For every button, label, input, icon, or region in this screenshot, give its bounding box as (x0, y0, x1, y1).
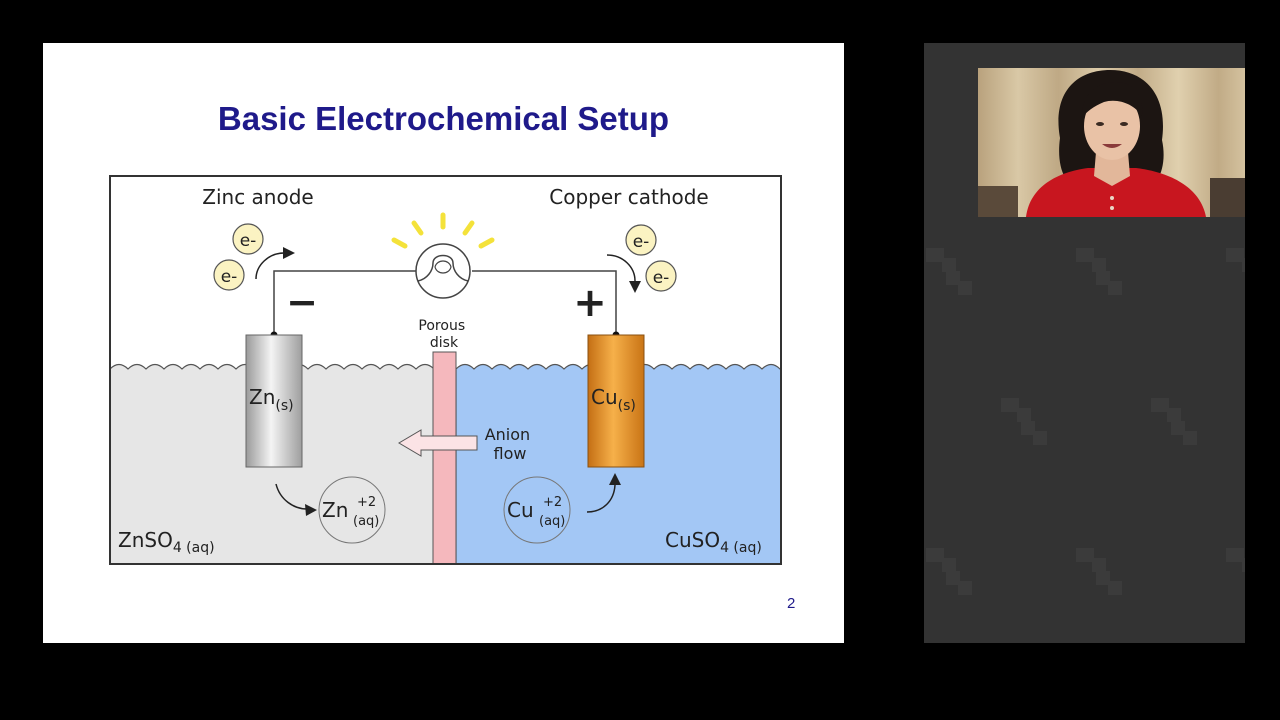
copper-electrode-state: (s) (618, 398, 636, 414)
slide-page-number: 2 (787, 595, 796, 612)
porous-disk-label: Porous disk (418, 318, 469, 351)
svg-text:e-: e- (240, 231, 257, 251)
zinc-electrode (245, 334, 303, 468)
copper-ion-arrow (586, 484, 616, 513)
panel-background-pattern (926, 248, 1245, 595)
presenter-video-tile[interactable] (978, 68, 1245, 217)
electron-flow-arrow-left (255, 252, 285, 280)
participants-panel (924, 43, 1245, 643)
copper-electrode (587, 334, 645, 468)
electron-flow-arrow-right (606, 254, 636, 282)
circuit-wire (273, 270, 617, 335)
electron-icon: e- (213, 259, 245, 291)
zinc-sulfate-label: ZnSO4 (aq) (118, 528, 215, 556)
light-bulb-icon (391, 212, 495, 299)
electrochemical-cell-diagram: Zinc anode Copper cathode e- e- e- e- − … (109, 175, 782, 565)
zinc-electrode-symbol: Zn (249, 385, 275, 409)
svg-text:e-: e- (653, 268, 670, 288)
zinc-ion-arrow (275, 483, 308, 510)
svg-text:e-: e- (633, 232, 650, 252)
minus-terminal: − (286, 280, 318, 324)
svg-text:Zn(s): Zn(s) (249, 385, 294, 414)
svg-text:Cu(s): Cu(s) (591, 385, 636, 414)
electron-icon: e- (645, 260, 677, 292)
electron-icon: e- (232, 223, 264, 255)
svg-text:+2: +2 (543, 495, 562, 510)
slide-title: Basic Electrochemical Setup (217, 100, 670, 137)
copper-cathode-label: Copper cathode (549, 185, 708, 209)
zinc-anode-label: Zinc anode (202, 185, 313, 209)
zinc-electrode-state: (s) (275, 398, 293, 414)
svg-text:+2: +2 (357, 495, 376, 510)
anion-flow-label: Anion flow (485, 425, 536, 463)
svg-text:(aq): (aq) (539, 514, 565, 529)
copper-ion: Cu +2 (aq) (503, 476, 571, 544)
plus-terminal: + (573, 280, 607, 326)
svg-text:Zn: Zn (322, 498, 348, 522)
porous-disk (432, 351, 457, 565)
copper-sulfate-label: CuSO4 (aq) (665, 528, 762, 556)
zinc-ion: Zn +2 (aq) (318, 476, 386, 544)
svg-text:Cu: Cu (507, 498, 534, 522)
svg-text:e-: e- (221, 267, 238, 287)
svg-text:(aq): (aq) (353, 514, 379, 529)
shared-slide: Basic Electrochemical Setup (43, 43, 844, 643)
anion-flow-arrow (398, 429, 478, 457)
copper-electrode-symbol: Cu (591, 385, 618, 409)
presenter-video-frame (978, 68, 1245, 217)
electron-icon: e- (625, 224, 657, 256)
